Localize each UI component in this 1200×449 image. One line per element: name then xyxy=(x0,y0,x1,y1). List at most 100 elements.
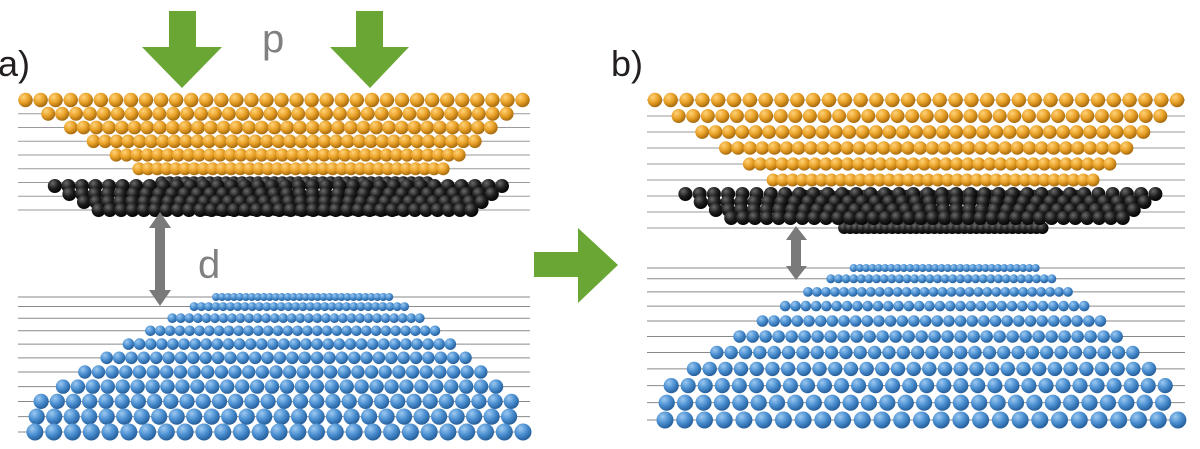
substrate-atom xyxy=(240,302,250,312)
top-atom xyxy=(1169,92,1185,108)
substrate-atom xyxy=(414,313,425,324)
substrate-atom xyxy=(241,293,250,301)
top-atom xyxy=(304,92,319,108)
substrate-atom xyxy=(146,365,160,379)
top-atom xyxy=(194,106,208,121)
green-right-arrow-icon xyxy=(534,228,618,303)
top-atom xyxy=(762,125,776,139)
substrate-atom xyxy=(175,313,186,324)
top-atom xyxy=(671,109,686,123)
substrate-atom xyxy=(941,330,954,343)
top-atom xyxy=(1028,173,1042,187)
top-atom xyxy=(306,134,320,149)
top-atom xyxy=(989,125,1004,139)
substrate-atom xyxy=(235,379,250,394)
substrate-atom xyxy=(954,315,967,327)
substrate-atom xyxy=(291,408,308,425)
substrate-atom xyxy=(364,365,379,379)
substrate-atom xyxy=(372,351,386,365)
substrate-atom xyxy=(101,423,119,441)
top-atom xyxy=(298,162,312,176)
substrate-atom xyxy=(355,313,365,324)
substrate-atom xyxy=(863,330,876,343)
top-atom xyxy=(779,141,794,155)
substrate-atom xyxy=(116,408,133,425)
substrate-atom xyxy=(812,361,827,377)
top-atom xyxy=(41,106,56,121)
top-atom xyxy=(1048,157,1062,171)
top-atom xyxy=(410,134,424,149)
substrate-atom xyxy=(1047,274,1057,284)
top-atom xyxy=(939,157,953,171)
substrate-atom xyxy=(855,264,864,272)
substrate-atom xyxy=(937,264,946,272)
top-atom xyxy=(1080,109,1095,123)
top-atom xyxy=(167,134,182,149)
substrate-atom xyxy=(1157,378,1173,394)
top-atom xyxy=(338,148,352,162)
substrate-atom xyxy=(265,293,274,301)
substrate-atom xyxy=(361,293,370,301)
top-atom xyxy=(829,125,843,139)
substrate-atom xyxy=(385,293,394,301)
top-atom xyxy=(815,125,830,139)
substrate-atom xyxy=(174,351,188,365)
top-atom xyxy=(816,141,830,155)
panel-b-substrate-layer xyxy=(647,264,1187,429)
substrate-atom xyxy=(1083,315,1095,327)
substrate-atom xyxy=(448,408,465,425)
top-atom xyxy=(775,157,789,171)
substrate-atom xyxy=(256,408,273,425)
substrate-atom xyxy=(821,287,831,297)
carbon-atom xyxy=(77,195,91,209)
substrate-atom xyxy=(1036,315,1048,327)
substrate-atom xyxy=(222,338,235,350)
top-atom xyxy=(234,148,248,162)
substrate-atom xyxy=(1051,411,1068,429)
top-atom xyxy=(305,120,320,135)
top-atom xyxy=(895,125,910,139)
substrate-atom xyxy=(211,351,225,365)
top-atom xyxy=(1094,109,1109,123)
substrate-atom xyxy=(765,361,780,377)
carbon-atom xyxy=(1080,211,1095,225)
substrate-atom xyxy=(896,315,909,327)
top-atom xyxy=(932,92,947,108)
substrate-atom xyxy=(1070,411,1088,429)
top-atom xyxy=(151,148,165,162)
panel-a xyxy=(18,92,532,441)
top-atom xyxy=(974,141,988,155)
substrate-atom xyxy=(924,300,935,312)
substrate-atom xyxy=(144,338,157,350)
top-atom xyxy=(332,106,347,121)
substrate-atom xyxy=(849,274,859,284)
substrate-atom xyxy=(910,345,925,360)
substrate-atom xyxy=(798,330,811,343)
top-atom xyxy=(102,120,116,135)
substrate-atom xyxy=(910,287,921,297)
top-atom xyxy=(960,173,974,187)
top-atom xyxy=(48,92,63,108)
top-atom xyxy=(291,106,306,121)
substrate-atom xyxy=(272,325,284,337)
top-atom xyxy=(992,109,1007,123)
substrate-atom xyxy=(262,302,272,312)
substrate-atom xyxy=(410,325,421,337)
substrate-atom xyxy=(887,264,896,272)
substrate-atom xyxy=(429,379,444,394)
top-atom xyxy=(130,148,144,162)
top-atom xyxy=(33,92,48,108)
top-atom xyxy=(166,106,181,121)
substrate-atom xyxy=(1059,315,1072,327)
substrate-atom xyxy=(1001,274,1011,284)
substrate-atom xyxy=(286,313,297,324)
carbon-atom xyxy=(407,203,422,217)
substrate-atom xyxy=(235,293,244,301)
substrate-atom xyxy=(213,325,225,337)
top-atom xyxy=(402,106,417,121)
substrate-atom xyxy=(341,325,353,337)
top-atom xyxy=(471,120,485,135)
top-atom xyxy=(998,141,1012,155)
substrate-atom xyxy=(444,379,459,394)
substrate-atom xyxy=(1009,274,1019,284)
